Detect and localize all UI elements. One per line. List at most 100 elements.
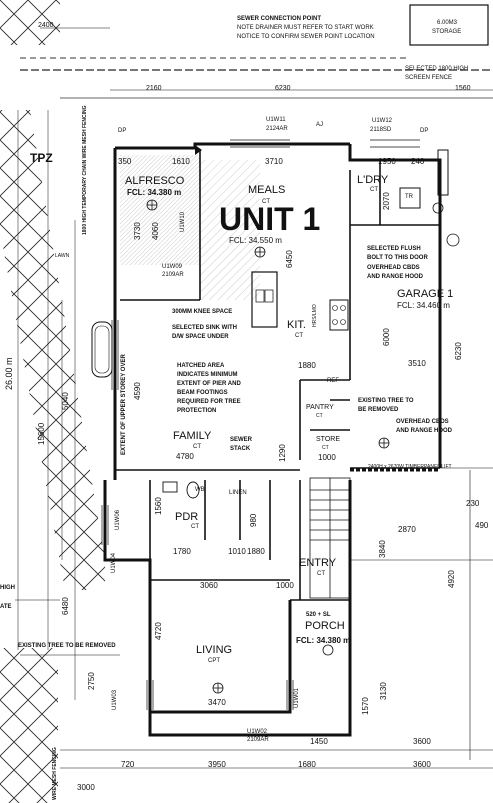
porch-step: 520 + SL [306,612,331,618]
dim-1680: 1680 [298,760,316,769]
dim-4920: 4920 [447,570,456,588]
mesh-fence-note: WIRE MESH FENCING [52,747,58,800]
room-meals-floor: CT [262,199,270,205]
room-family-floor: CT [193,444,201,450]
fence-note-2: SCREEN FENCE [405,75,453,81]
dim-4590: 4590 [133,382,142,400]
tpz-label: TPZ [30,151,53,165]
room-alfresco: ALFRESCO [125,175,185,187]
room-pantry: PANTRY [306,404,334,411]
mark-tr: TR [405,194,413,200]
storage-label-2: STORAGE [432,29,462,35]
room-pdr: PDR [175,511,199,523]
dim-26000: 26.00 m [4,357,14,390]
lawn-label: LAWN [55,253,70,259]
flush-note-1: SELECTED FLUSH [367,246,421,252]
dim-1880: 1880 [298,361,316,370]
room-porch-level: FCL: 34.380 m [296,636,351,645]
window-w11-size: 2124AR [266,126,288,132]
exterior-wall-north [115,142,350,150]
room-pdr-floor: CT [191,524,199,530]
dim-3710: 3710 [265,157,283,166]
dim-3470: 3470 [208,698,226,707]
dim-1570: 1570 [361,697,370,715]
dim-3060: 3060 [200,581,218,590]
window-w03: U1W03 [112,689,118,710]
dim-4780: 4780 [176,452,194,461]
dim-1450: 1450 [310,737,328,746]
sewer-stack-1: SEWER [230,437,253,443]
dim-6480: 6480 [61,597,70,615]
room-meals: MEALS [248,184,286,196]
dim-4720: 4720 [154,622,163,640]
dim-350: 350 [118,157,132,166]
room-store: STORE [316,436,340,443]
tree-note-1: EXISTING TREE TO [358,398,414,404]
dim-6450: 6450 [285,250,294,268]
hatch-note-4: BEAM FOOTINGS [177,390,228,396]
sewer-note-2: NOTE DRAINER MUST REFER TO START WORK [237,25,374,31]
mark-hrslmo: HRS/LMO [312,304,318,327]
room-living-floor: CPT [208,658,220,664]
room-kitchen-floor: CT [295,333,303,339]
temp-fence-note: 1800 HIGH TEMPORARY CHAIN WIRE MESH FENC… [82,105,88,235]
dim-4060: 4060 [151,222,160,240]
dim-1010: 1010 [228,547,246,556]
dim-1610: 1610 [172,157,190,166]
room-living: LIVING [196,644,233,656]
cooktop [329,299,349,331]
boundary-crosshatch-bottom [0,648,58,803]
dim-6000: 6000 [382,328,391,346]
room-porch: PORCH [305,620,345,632]
neighbour-crosshatch-top [0,0,60,45]
window-w12: U1W12 [372,118,393,124]
kitchen-island [251,271,278,328]
hatch-note-2: INDICATES MINIMUM [177,372,238,378]
unit-title: UNIT 1 [219,201,321,237]
dim-2070: 2070 [382,192,391,210]
hatch-note-1: HATCHED AREA [177,363,225,369]
room-garage: GARAGE 1 [397,288,454,300]
edge-label-high: HIGH [0,585,15,591]
room-alfresco-level: FCL: 34.380 m [127,188,182,197]
dim-2750: 2750 [87,672,96,690]
stairs [309,477,351,599]
window-w09: U1W09 [162,264,183,270]
room-laundry-floor: CT [370,187,378,193]
sewer-note-1: SEWER CONNECTION POINT [237,16,322,22]
dim-3840: 3840 [378,540,387,558]
edge-label-ate: ATE [0,604,12,610]
panel-lift-note: 2400H x 2670W TIMBERPANEL LIFT [368,464,452,470]
dim-1780: 1780 [173,547,191,556]
dim-240-top: 240 [411,157,425,166]
dim-5040: 5040 [61,392,70,410]
hatch-note-5: REQUIRED FOR TREE [177,399,241,405]
spa-tub [91,321,113,378]
mark-dp-top-right: DP [420,128,429,134]
tree-protection-hatch [200,160,260,300]
dim-1880-b: 1880 [247,547,265,556]
dim-6230: 6230 [275,85,291,92]
mark-aj-top: AJ [316,122,324,128]
room-store-floor: CT [322,445,329,451]
dim-3950: 3950 [208,760,226,769]
dim-2400: 2400 [38,22,54,29]
room-entry: ENTRY [299,557,337,569]
room-kitchen: KIT. [287,319,306,331]
dim-1000: 1000 [318,453,336,462]
hood-note-2: AND RANGE HOOD [396,428,453,434]
sewer-note-3: NOTICE TO CONFIRM SEWER POINT LOCATION [237,34,375,40]
dim-6230-vert: 6230 [454,342,463,360]
dim-2160: 2160 [146,85,162,92]
flush-note-2: BOLT TO THIS DOOR [367,255,428,261]
room-family: FAMILY [173,430,212,442]
dim-1000-b: 1000 [276,581,294,590]
mark-dp-top: DP [118,128,127,134]
tree-note-2: BE REMOVED [358,407,399,413]
hatch-note-6: PROTECTION [177,408,217,414]
room-laundry: L'DRY [357,174,389,186]
mark-wb: WB [195,487,205,493]
window-w04: U1W04 [111,552,117,573]
dim-1290: 1290 [278,444,287,462]
